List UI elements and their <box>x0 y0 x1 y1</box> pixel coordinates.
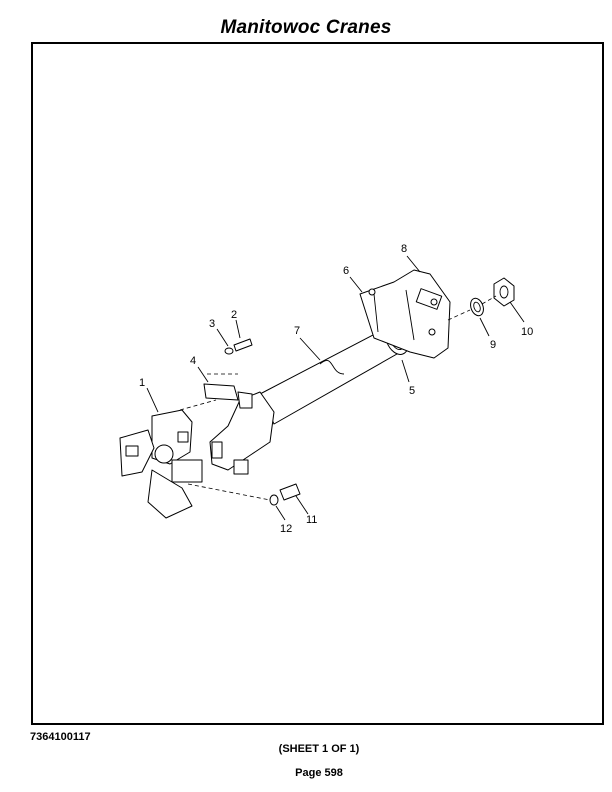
washer <box>470 297 484 317</box>
callout-5: 5 <box>409 385 415 397</box>
part-number: 7364100117 <box>30 731 91 743</box>
callout-2: 2 <box>231 309 237 321</box>
drawing-frame: 1 2 3 4 5 6 7 8 9 10 11 12 <box>31 42 604 725</box>
callout-12: 12 <box>280 523 292 535</box>
center-bearing <box>359 269 451 359</box>
bolt <box>233 338 253 352</box>
callout-10: 10 <box>521 326 533 338</box>
page-number: Page 598 <box>295 767 343 779</box>
shaft-yoke <box>209 391 275 475</box>
sheet-label: (SHEET 1 OF 1) <box>278 743 360 755</box>
callout-4: 4 <box>190 355 196 367</box>
washer <box>269 494 279 506</box>
callout-7: 7 <box>294 325 300 337</box>
callout-1: 1 <box>139 377 145 389</box>
callout-8: 8 <box>401 243 407 255</box>
callout-9: 9 <box>490 339 496 351</box>
universal-joint <box>119 409 203 519</box>
parts-diagram: 1 2 3 4 5 6 7 8 9 10 11 12 <box>119 243 533 535</box>
bolt <box>279 483 301 501</box>
callout-3: 3 <box>209 318 215 330</box>
callout-6: 6 <box>343 265 349 277</box>
page-title: Manitowoc Cranes <box>220 17 392 38</box>
bearing-cap <box>203 383 239 401</box>
callout-11: 11 <box>306 514 317 526</box>
nut <box>493 277 515 307</box>
